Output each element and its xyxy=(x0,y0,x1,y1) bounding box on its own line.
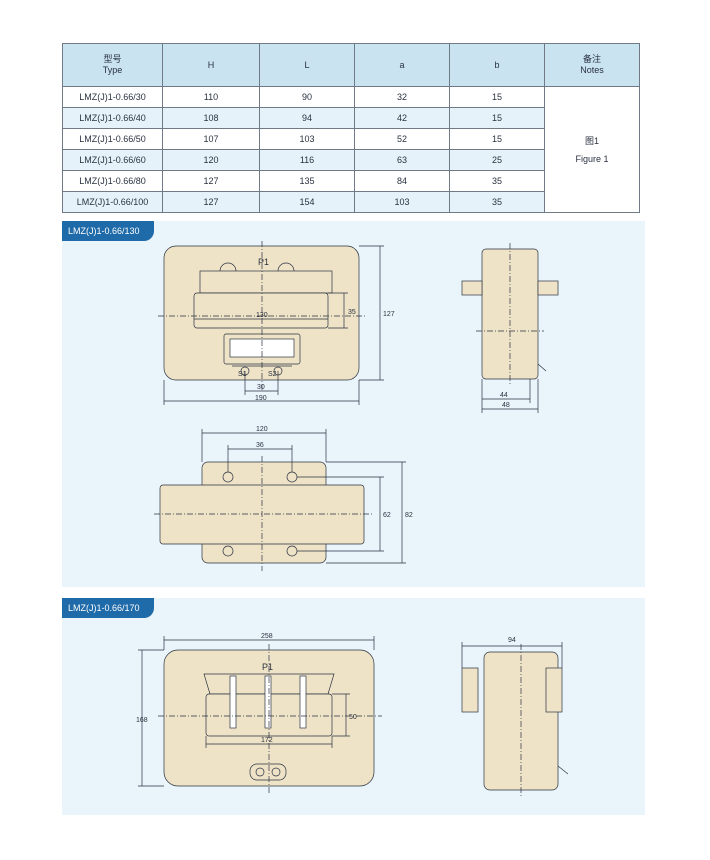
terminal-s2: S2 xyxy=(268,371,277,378)
panel-title: LMZ(J)1-0.66/130 xyxy=(62,221,154,241)
top-bracket xyxy=(199,270,333,294)
header-a: a xyxy=(354,43,450,87)
label-p1: P1 xyxy=(258,257,269,267)
cell-a: 52 xyxy=(354,128,450,150)
dim-94: 94 xyxy=(508,637,516,644)
dim-130: 130 xyxy=(256,312,268,319)
cell-type: LMZ(J)1-0.66/100 xyxy=(62,191,163,213)
cell-a: 63 xyxy=(354,149,450,171)
drawing-170: P1 258 168 50 172 94 xyxy=(136,633,569,798)
cell-h: 127 xyxy=(162,170,260,192)
panel-title: LMZ(J)1-0.66/170 xyxy=(62,598,154,618)
dim-168: 168 xyxy=(136,717,148,724)
cell-a: 84 xyxy=(354,170,450,192)
cell-l: 103 xyxy=(259,128,355,150)
dim-190: 190 xyxy=(255,395,267,402)
dim-35: 35 xyxy=(348,309,356,316)
table-row: LMZ(J)1-0.66/100 127 154 103 35 xyxy=(62,191,640,213)
cell-type: LMZ(J)1-0.66/80 xyxy=(62,170,163,192)
cell-type: LMZ(J)1-0.66/50 xyxy=(62,128,163,150)
dim-48: 48 xyxy=(502,402,510,409)
dim-172: 172 xyxy=(261,737,273,744)
cell-b: 15 xyxy=(449,128,545,150)
dim-44: 44 xyxy=(500,392,508,399)
header-b: b xyxy=(449,43,545,87)
cell-type: LMZ(J)1-0.66/40 xyxy=(62,107,163,129)
dim-36: 36 xyxy=(256,442,264,449)
cell-a: 32 xyxy=(354,86,450,108)
terminal-block xyxy=(249,763,287,781)
cell-a: 42 xyxy=(354,107,450,129)
cell-b: 15 xyxy=(449,107,545,129)
cell-b: 35 xyxy=(449,170,545,192)
cell-a: 103 xyxy=(354,191,450,213)
dim-82: 82 xyxy=(405,512,413,519)
cell-b: 25 xyxy=(449,149,545,171)
drawing-panel-170: P1 258 168 50 172 94 LMZ(J)1-0.66/170 xyxy=(62,598,645,815)
cell-type: LMZ(J)1-0.66/60 xyxy=(62,149,163,171)
table-row: LMZ(J)1-0.66/80 127 135 84 35 xyxy=(62,170,640,192)
cell-l: 90 xyxy=(259,86,355,108)
drawing-130: P1 130 35 127 S1 S2 30 190 44 48 120 36 … xyxy=(154,241,559,571)
dim-62: 62 xyxy=(383,512,391,519)
label-p1: P1 xyxy=(262,662,273,672)
dim-120: 120 xyxy=(256,426,268,433)
cell-l: 116 xyxy=(259,149,355,171)
cell-b: 35 xyxy=(449,191,545,213)
table-row: LMZ(J)1-0.66/50 107 103 52 15 xyxy=(62,128,640,150)
cell-b: 15 xyxy=(449,86,545,108)
cell-h: 110 xyxy=(162,86,260,108)
window-opening xyxy=(193,292,329,329)
header-l: L xyxy=(259,43,355,87)
cell-h: 120 xyxy=(162,149,260,171)
dim-50: 50 xyxy=(349,714,357,721)
cell-l: 135 xyxy=(259,170,355,192)
dim-258: 258 xyxy=(261,633,273,640)
dim-127: 127 xyxy=(383,311,395,318)
terminal-s1: S1 xyxy=(238,371,247,378)
cell-type: LMZ(J)1-0.66/30 xyxy=(62,86,163,108)
cell-h: 108 xyxy=(162,107,260,129)
cell-h: 107 xyxy=(162,128,260,150)
cell-l: 154 xyxy=(259,191,355,213)
dim-30: 30 xyxy=(257,384,265,391)
drawing-panel-130: P1 130 35 127 S1 S2 30 190 44 48 120 36 … xyxy=(62,221,645,587)
table-row: LMZ(J)1-0.66/60 120 116 63 25 xyxy=(62,149,640,171)
cell-l: 94 xyxy=(259,107,355,129)
header-h: H xyxy=(162,43,260,87)
cell-h: 127 xyxy=(162,191,260,213)
